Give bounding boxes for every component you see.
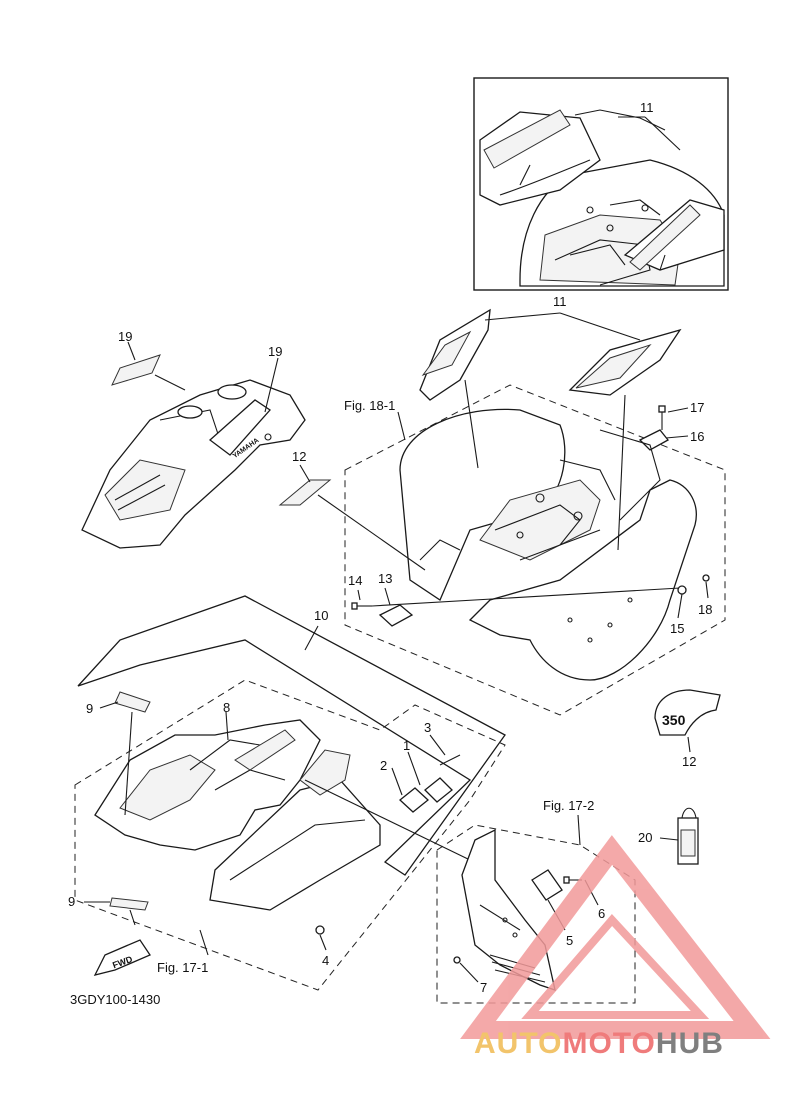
fig-17-1-label: Fig. 17-1 (157, 960, 208, 975)
part-1-plate (424, 777, 453, 803)
callout-3: 3 (424, 720, 431, 735)
fig-17-2-label: Fig. 17-2 (543, 798, 594, 813)
fwd-arrow-icon: FWD (93, 939, 151, 976)
callout-15: 15 (670, 621, 684, 636)
callout-17: 17 (690, 400, 704, 415)
callout-12-top: 12 (292, 449, 306, 464)
part-14-bolt (351, 602, 372, 610)
watermark-triangle-icon (460, 835, 771, 1039)
callout-5: 5 (566, 933, 573, 948)
decal-11-right (568, 328, 682, 396)
callout-10: 10 (314, 608, 328, 623)
part-4-clip (315, 925, 325, 935)
callout-20: 20 (638, 830, 652, 845)
callout-1: 1 (403, 738, 410, 753)
part-17-bolt (658, 405, 666, 430)
front-fender: YAMAHA (81, 379, 306, 549)
callout-4: 4 (322, 953, 329, 968)
callout-14: 14 (348, 573, 362, 588)
callout-18: 18 (698, 602, 712, 617)
decal-9-bottom (109, 897, 149, 911)
watermark-text: AUTOMOTOHUB (474, 1027, 724, 1060)
callout-9-bottom: 9 (68, 894, 75, 909)
rear-fender (399, 408, 697, 681)
callout-11: 11 (553, 294, 567, 309)
decal-19-left (111, 354, 161, 386)
callout-2: 2 (380, 758, 387, 773)
decal-11-left (419, 308, 491, 401)
diagram-code: 3GDY100-1430 (70, 992, 160, 1007)
decal-12-small (278, 479, 332, 506)
svg-text:350: 350 (662, 712, 686, 728)
callout-16: 16 (690, 429, 704, 444)
part-20-tag (677, 807, 699, 865)
part-15-nut (677, 585, 687, 595)
callout-8: 8 (223, 700, 230, 715)
decal-12-model: 350 (654, 689, 721, 736)
rear-mud-flap (461, 828, 556, 991)
callout-13: 13 (378, 571, 392, 586)
callout-9-top: 9 (86, 701, 93, 716)
callout-12-bottom: 12 (682, 754, 696, 769)
callout-7: 7 (480, 980, 487, 995)
callout-19-left: 19 (118, 329, 132, 344)
fig-18-1-label: Fig. 18-1 (344, 398, 395, 413)
seat-10 (77, 595, 506, 876)
decal-9-top (114, 691, 151, 713)
part-5-plate (531, 869, 563, 901)
part-2-plate (399, 787, 429, 813)
front-body (94, 719, 381, 911)
part-13-plate (378, 604, 414, 627)
part-16-bracket (638, 429, 669, 451)
callout-11-inset: 11 (640, 100, 654, 115)
part-7-clip (453, 956, 461, 964)
callout-19-right: 19 (268, 344, 282, 359)
part-18-clip (702, 574, 710, 582)
callout-6: 6 (598, 906, 605, 921)
inset-rear-fender (479, 109, 725, 287)
